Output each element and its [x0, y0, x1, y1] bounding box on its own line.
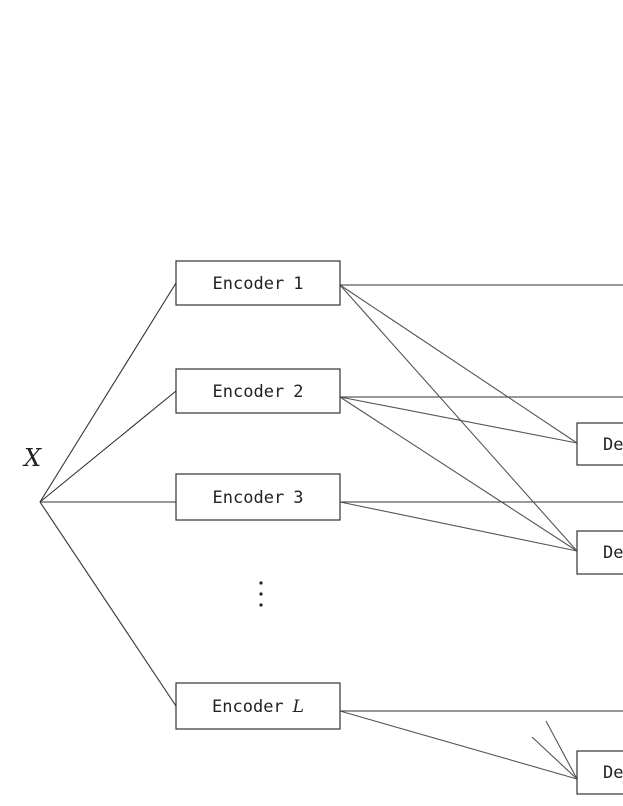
encoder-L-index: L [292, 697, 304, 717]
decoder-box-2: De [576, 530, 623, 575]
decoder-box-3-label: De [603, 763, 623, 783]
encoder-box-L: Encoder L [175, 682, 341, 730]
encoder-box-2-label: Encoder 2 [213, 382, 304, 402]
source-edges [39, 282, 177, 707]
encoder-box-1-frame [175, 260, 341, 306]
edge-encoder-2-to-decoder-a [339, 396, 578, 444]
decoder-box-3: De [576, 750, 623, 795]
decoder-box-1-frame [576, 422, 623, 466]
edge-x-to-encoder-L [39, 501, 177, 707]
decoder-box-1-label: De [603, 435, 623, 455]
edge-x-to-encoder-2 [39, 390, 177, 503]
decoder-box-2-label: De [603, 543, 623, 563]
encoder-1-prefix: Encoder [213, 274, 285, 294]
encoder-box-L-frame [175, 682, 341, 730]
encoder-3-index: 3 [293, 488, 303, 508]
ellipsis-dot-2 [259, 592, 263, 596]
edge-partial-to-decoder-c-1 [531, 736, 578, 780]
edge-partial-to-decoder-c-2 [545, 720, 578, 780]
encoder-3-prefix: Encoder [213, 488, 285, 508]
encoder-box-3-label: Encoder 3 [213, 488, 304, 508]
vertical-ellipsis [259, 581, 263, 607]
encoder-L-prefix: Encoder [212, 697, 284, 717]
encoder-1-index: 1 [293, 274, 303, 294]
edge-x-to-encoder-1 [39, 282, 177, 503]
ellipsis-dot-1 [259, 581, 263, 585]
encoder-box-3: Encoder 3 [175, 473, 341, 521]
decoder-box-1: De [576, 422, 623, 466]
encoder-box-L-label: Encoder L [212, 697, 304, 717]
edge-encoder-2-to-decoder-b [339, 396, 578, 552]
outgoing-edges [340, 284, 623, 712]
decoder-box-3-frame [576, 750, 623, 795]
encoder-box-1-label: Encoder 1 [213, 274, 304, 294]
encoder-2-index: 2 [293, 382, 303, 402]
decoder-edges [339, 284, 578, 780]
source-label: X [22, 444, 42, 472]
encoder-box-2: Encoder 2 [175, 368, 341, 414]
edge-encoder-1-to-decoder-a [339, 284, 578, 444]
encoder-2-prefix: Encoder [213, 382, 285, 402]
encoder-box-2-frame [175, 368, 341, 414]
decoder-box-2-frame [576, 530, 623, 575]
encoder-box-1: Encoder 1 [175, 260, 341, 306]
edge-encoder-L-to-decoder-c [339, 710, 578, 780]
encoder-box-3-frame [175, 473, 341, 521]
edge-encoder-1-to-decoder-b [339, 284, 578, 552]
edge-encoder-3-to-decoder-b [339, 501, 578, 552]
ellipsis-dot-3 [259, 603, 263, 607]
